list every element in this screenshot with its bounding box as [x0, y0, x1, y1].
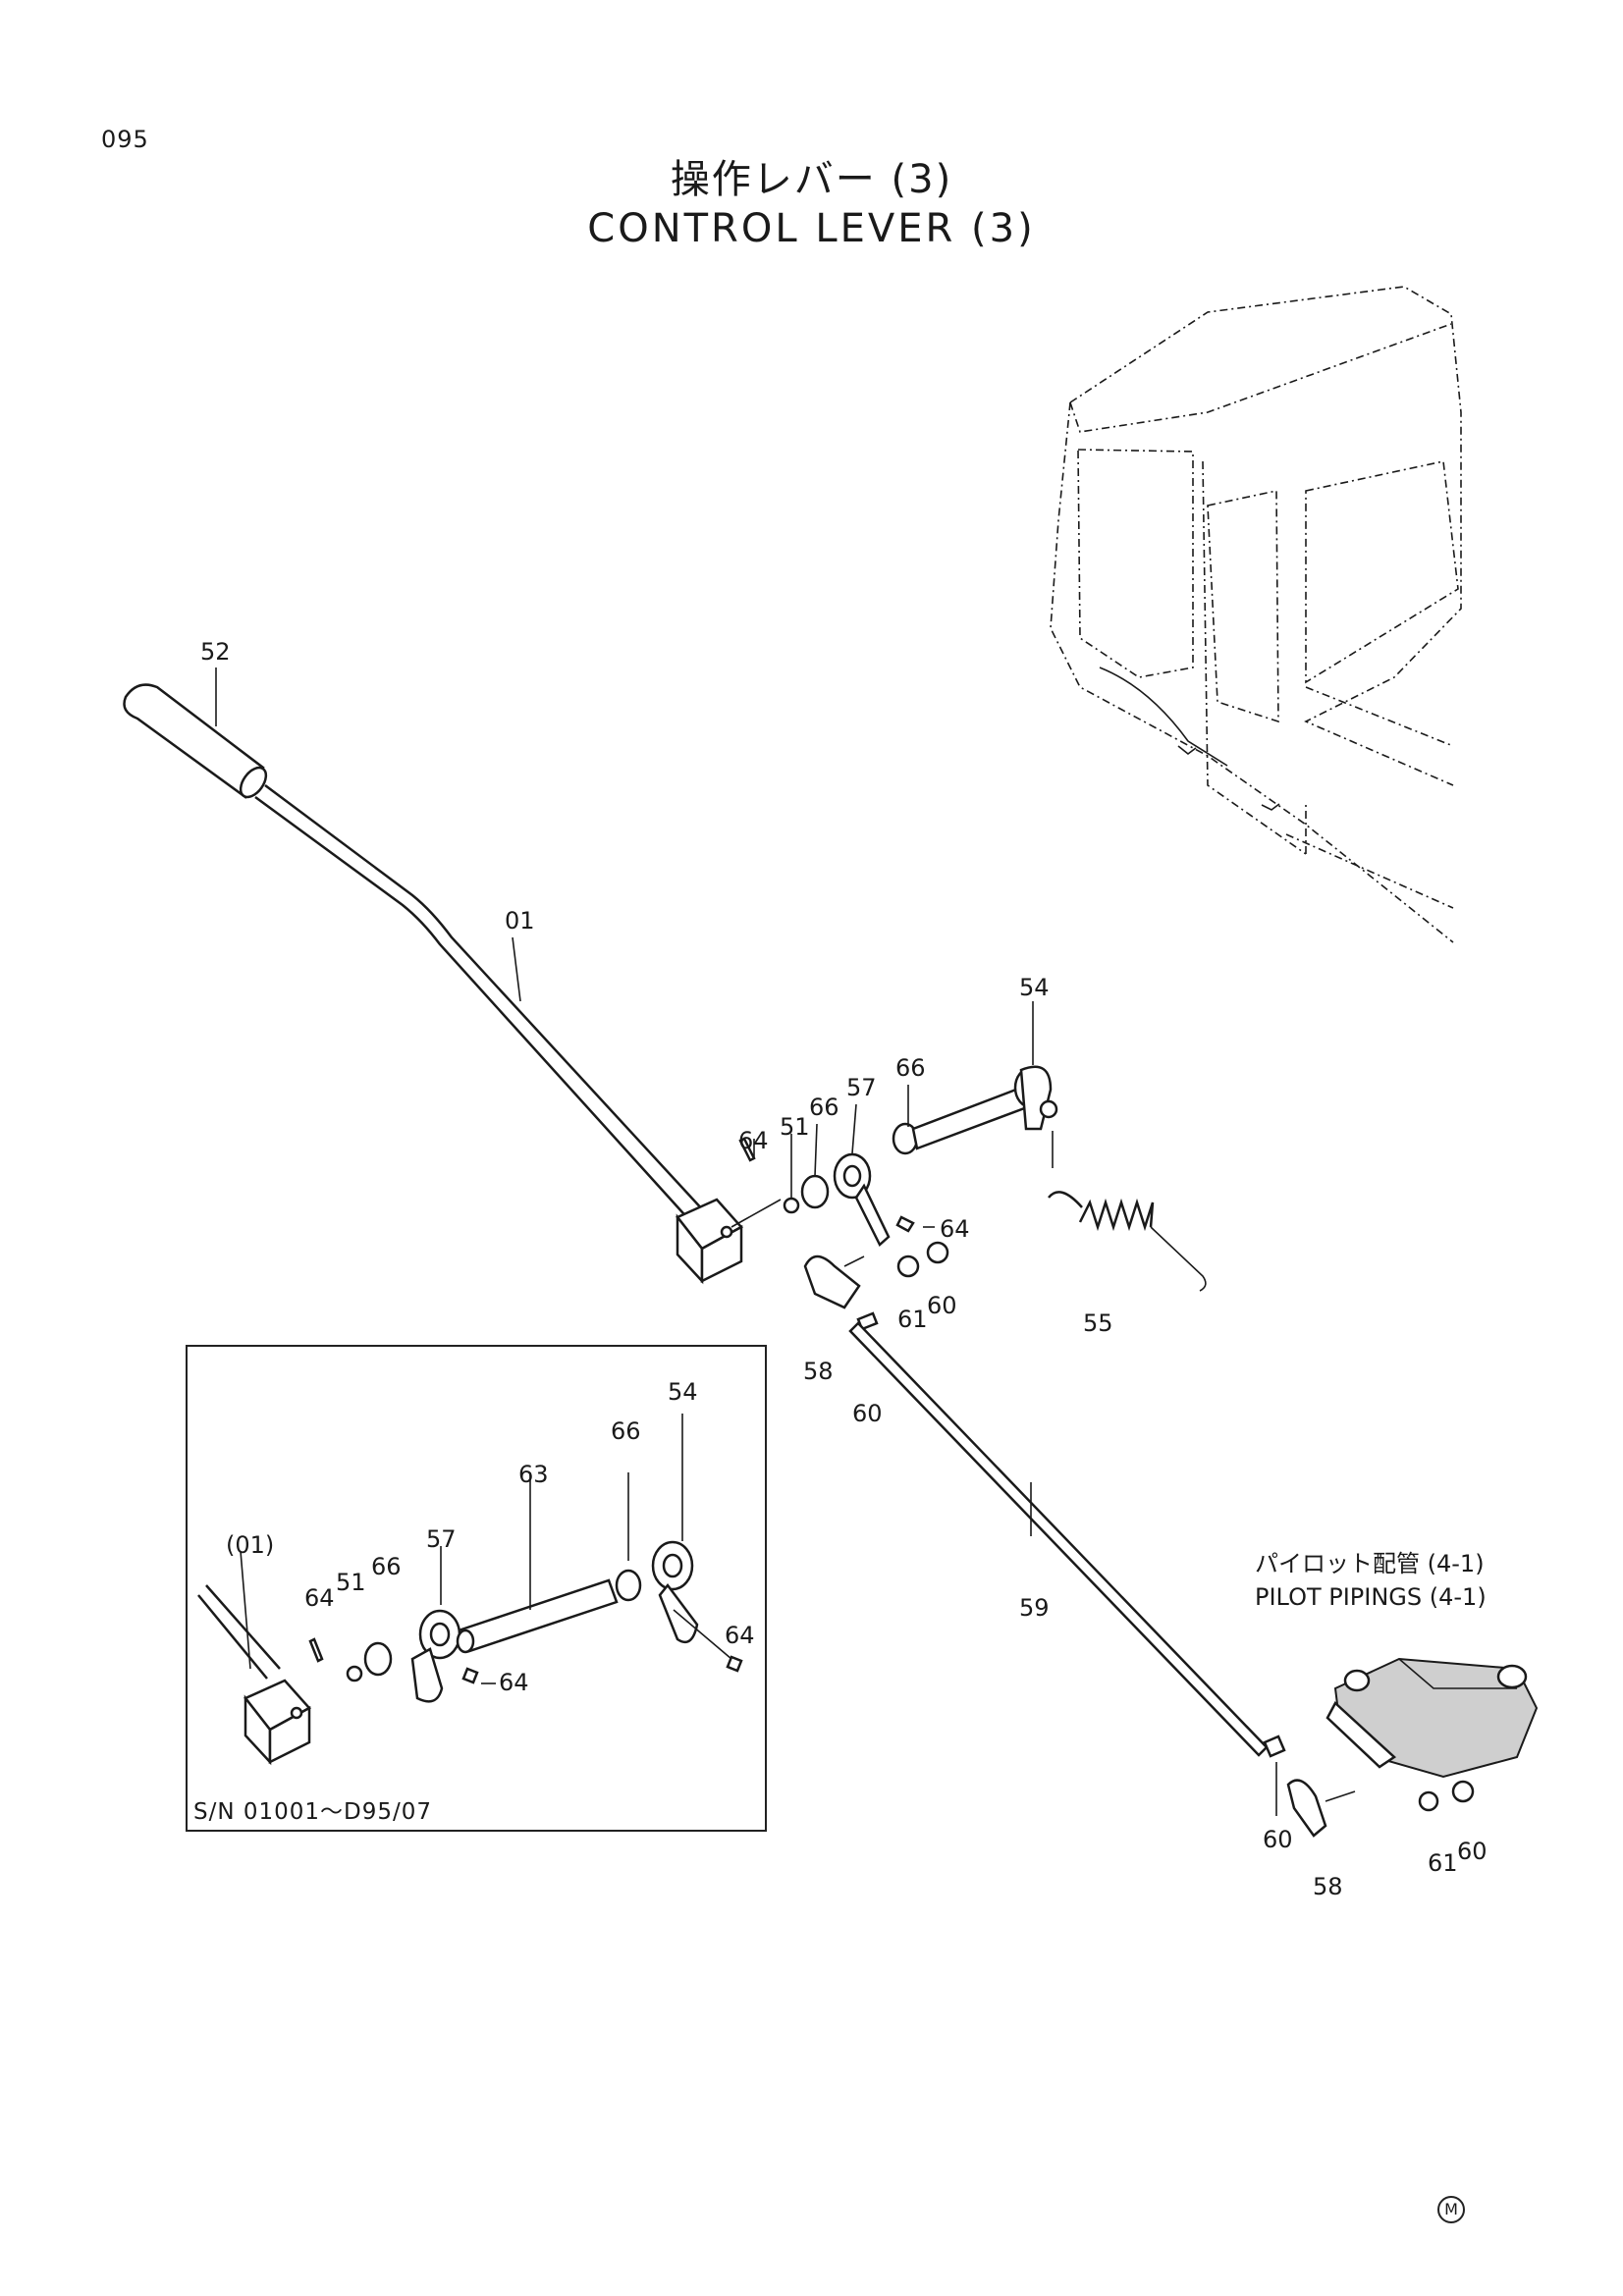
callout-66: 66 [809, 1094, 839, 1121]
callout-60: 60 [852, 1400, 883, 1427]
inset-callout-54: 54 [668, 1378, 698, 1406]
callout-58: 58 [803, 1358, 834, 1385]
inset-callout-51: 51 [336, 1569, 366, 1596]
callout-leaders [215, 667, 1277, 1816]
callout-60: 60 [1263, 1826, 1293, 1853]
callout-01: 01 [505, 907, 535, 934]
pilot-valve-body [1325, 1657, 1539, 1779]
inset-callout-64: 64 [304, 1584, 335, 1612]
callout-58: 58 [1313, 1873, 1343, 1900]
page-title-japanese: 操作レバー (3) [670, 157, 953, 202]
callout-55: 55 [1083, 1309, 1113, 1337]
inset-callout-64: 64 [499, 1669, 529, 1696]
inset-callout-01: (01) [226, 1531, 275, 1559]
callout-52: 52 [200, 638, 231, 666]
callout-64: 64 [940, 1215, 970, 1243]
callout-66: 66 [895, 1054, 926, 1082]
inset-callout-66: 66 [611, 1417, 641, 1445]
page-title-english: CONTROL LEVER (3) [587, 206, 1036, 251]
manufacturer-mark: M [1437, 2196, 1465, 2223]
callout-61: 61 [1428, 1849, 1458, 1877]
callout-60: 60 [927, 1292, 957, 1319]
callout-60: 60 [1457, 1838, 1488, 1865]
inset-callout-57: 57 [426, 1525, 457, 1553]
callout-59: 59 [1019, 1594, 1050, 1622]
old-type-inset-frame [186, 1345, 767, 1832]
linkage-assembly [738, 1065, 1475, 1838]
callout-61: 61 [897, 1306, 928, 1333]
callout-57: 57 [846, 1074, 877, 1101]
inset-callout-64: 64 [725, 1622, 755, 1649]
inset-linkage-assembly [197, 1540, 743, 1766]
pilot-piping-note-japanese: パイロット配管 (4-1) [1255, 1550, 1485, 1577]
inset-callout-66: 66 [371, 1553, 402, 1580]
pilot-piping-note-english: PILOT PIPINGS (4-1) [1255, 1583, 1487, 1611]
serial-number-range: S/N 01001～D95/07 [193, 1799, 433, 1825]
callout-64: 64 [738, 1127, 769, 1154]
main-control-lever [123, 683, 782, 1285]
callout-54: 54 [1019, 974, 1050, 1001]
page-number: 095 [101, 126, 149, 153]
inset-callout-63: 63 [518, 1461, 549, 1488]
excavator-cab-outline [1050, 286, 1462, 943]
callout-51: 51 [780, 1113, 810, 1141]
